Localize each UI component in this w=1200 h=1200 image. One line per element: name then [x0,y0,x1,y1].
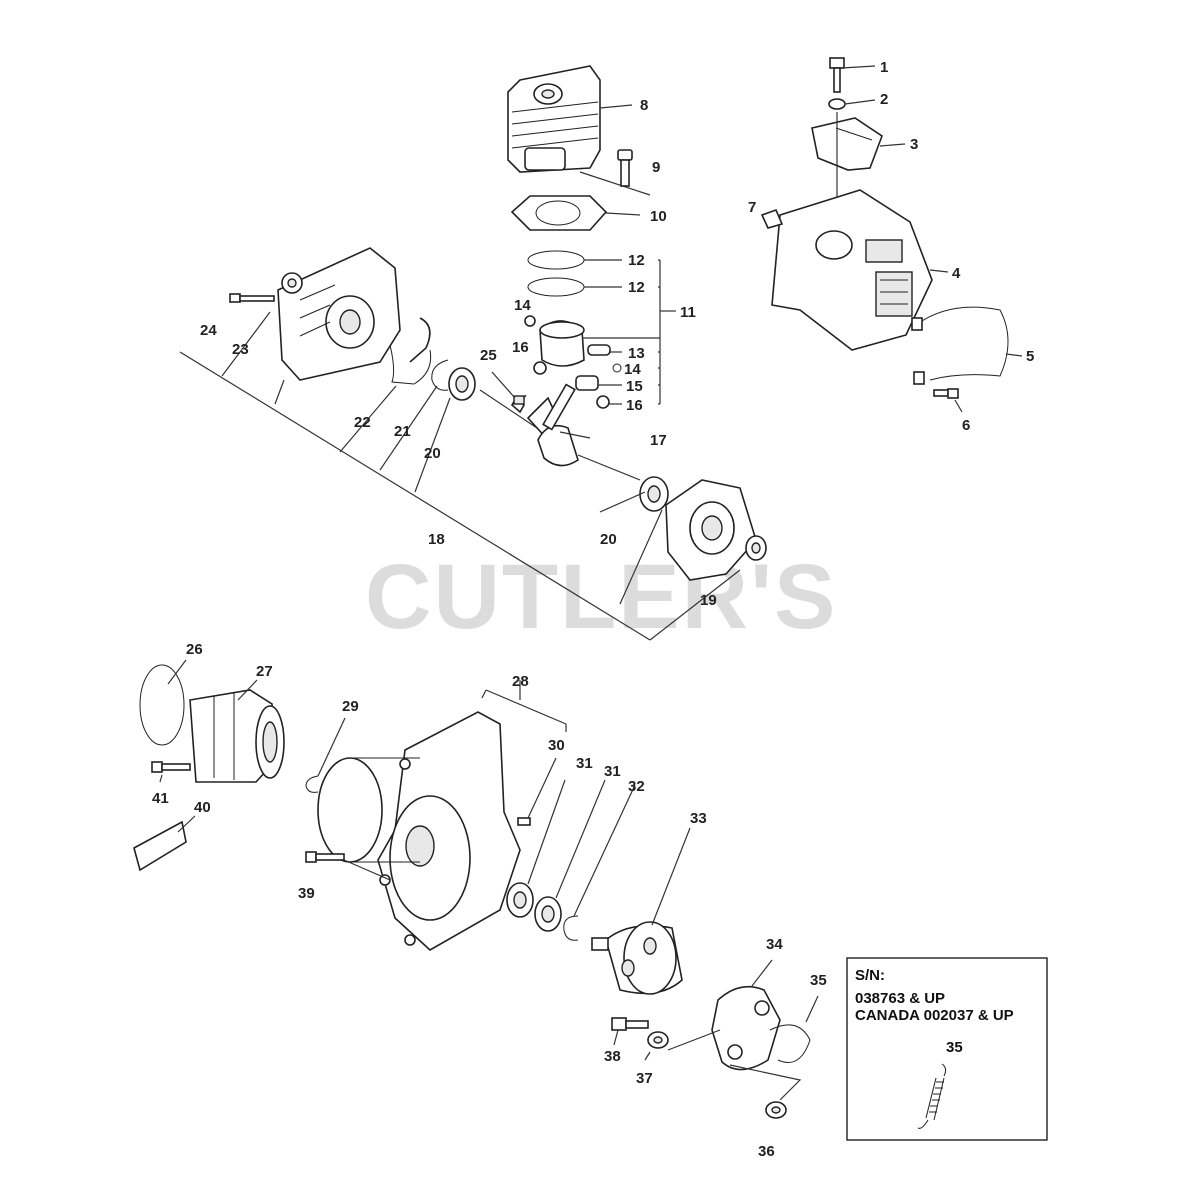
callout-12b: 12 [628,279,645,296]
callout-17: 17 [650,432,667,449]
piston-rings-part [527,250,622,297]
circlip-29-part [305,717,346,793]
callout-14b: 14 [624,361,641,378]
callout-29: 29 [342,698,359,715]
washer-36-part [729,1064,802,1119]
crankcase-gasket-part [389,344,432,385]
watermark: CUTLER'S [365,546,837,648]
bearing-part [448,367,476,401]
callout-19: 19 [700,592,717,609]
retaining-ring-part [139,664,185,746]
spring-35-detail [917,1063,947,1129]
adapter-part [189,689,285,783]
callout-7: 7 [748,199,756,216]
bolt-38-part [611,1017,649,1046]
callout-6: 6 [962,417,970,434]
clutch-shoes-part [711,959,781,1071]
callout-22: 22 [354,414,371,431]
callout-1: 1 [880,59,888,76]
callout-24: 24 [200,322,217,339]
callout-18: 18 [428,531,445,548]
bolt-part [229,293,275,303]
callout-31a: 31 [576,755,593,772]
callout-4: 4 [952,265,961,282]
sn-heading: S/N: [855,967,885,984]
label-40-part [133,820,187,872]
callout-25: 25 [480,347,497,364]
callout-11: 11 [680,304,696,321]
callout-3: 3 [910,136,918,153]
crankcase-left-part [277,247,431,381]
clutch-drum-part [591,827,691,995]
callout-39: 39 [298,885,315,902]
crankshaft-part [479,383,641,481]
callout-9: 9 [652,159,660,176]
washer-37-part [644,1029,721,1061]
cylinder-bolt-part [617,149,633,187]
callout-10: 10 [650,208,667,225]
callout-30: 30 [548,737,565,754]
screw-part [829,57,845,93]
sn-line1: 038763 & UP [855,990,945,1007]
clutch-housing-part [317,711,521,951]
callout-40: 40 [194,799,211,816]
serial-number-box: S/N: 038763 & UP CANADA 002037 & UP 35 [846,957,1048,1141]
callout-14a: 14 [514,297,531,314]
callout-8: 8 [640,97,648,114]
engine-cover-part [771,189,949,351]
cylinder-part [507,65,651,196]
callout-34: 34 [766,936,783,953]
callout-28: 28 [512,673,529,690]
callout-15: 15 [626,378,643,395]
callout-20b: 20 [600,531,617,548]
callout-38: 38 [604,1048,621,1065]
callout-12a: 12 [628,252,645,269]
leader-2 [844,99,876,105]
crankcase-group-bracket [179,311,741,641]
piston-part [524,315,660,409]
piston-group-bracket [658,259,676,405]
callout-37: 37 [636,1070,653,1087]
sn-part-number: 35 [946,1039,963,1056]
leaders-left-bottom [159,659,258,833]
callout-5: 5 [1026,348,1034,365]
callout-27: 27 [256,663,273,680]
cylinder-gasket-part [510,195,641,231]
callout-36: 36 [758,1143,775,1160]
bolt-41-part [151,761,191,773]
callout-31b: 31 [604,763,621,780]
callout-33: 33 [690,810,707,827]
sn-line2: CANADA 002037 & UP [855,1007,1014,1024]
callout-41: 41 [152,790,169,807]
pin-30-part [517,757,557,826]
callout-16a: 16 [512,339,529,356]
key-part [491,371,525,405]
spring-35-part [769,995,819,1063]
washer-part [828,98,846,110]
callout-21: 21 [394,423,411,440]
screw-6-part [933,388,963,413]
callout-32: 32 [628,778,645,795]
callout-23: 23 [232,341,249,358]
circlip-32-part [563,784,636,941]
bearing-31a-part [506,779,566,918]
callout-35: 35 [810,972,827,989]
bearing-right-part [639,476,669,512]
grommet-part [760,208,784,229]
leader-3 [879,143,906,147]
callout-26: 26 [186,641,203,658]
cap-part [811,117,883,171]
cable-part [911,306,1023,385]
callout-20a: 20 [424,445,441,462]
bracket-28 [481,680,567,732]
bearing-31b-part [534,779,606,932]
bolt-39-part [305,851,391,881]
callout-16b: 16 [626,397,643,414]
crankcase-right-part [665,479,767,581]
callout-13: 13 [628,345,645,362]
callout-2: 2 [880,91,888,108]
circlip-part [431,359,449,391]
